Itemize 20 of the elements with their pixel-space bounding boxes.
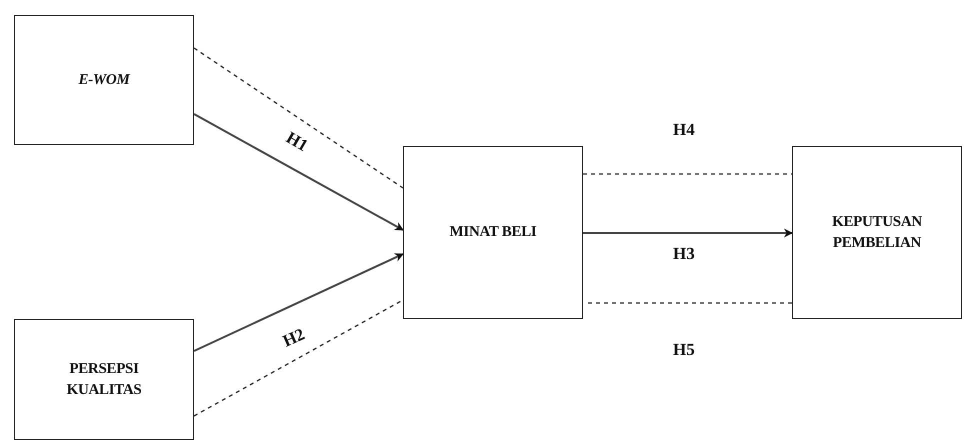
arrow	[583, 228, 793, 238]
variable-box	[792, 146, 962, 319]
hypothesis-label: H4	[673, 120, 695, 140]
variable-name: PERSEPSI KUALITAS	[66, 360, 142, 400]
hypothesis-label: H5	[673, 340, 695, 360]
connector-line	[194, 47, 404, 189]
variable-box	[14, 15, 194, 145]
hypothesis-label: H2	[280, 324, 308, 352]
arrow	[194, 253, 404, 352]
connector-line	[583, 173, 792, 175]
connector-line	[588, 302, 792, 304]
hypothesis-label: H1	[282, 128, 312, 156]
connector-line	[194, 299, 404, 417]
arrow	[194, 113, 404, 231]
variable-box	[403, 146, 583, 319]
variable-name: KEPUTUSAN PEMBELIAN	[831, 213, 923, 252]
variable-name: MINAT BELI	[450, 223, 536, 242]
variable-box	[14, 319, 194, 440]
hypothesis-label: H3	[673, 244, 695, 264]
variable-name: E-WOM	[78, 70, 130, 90]
